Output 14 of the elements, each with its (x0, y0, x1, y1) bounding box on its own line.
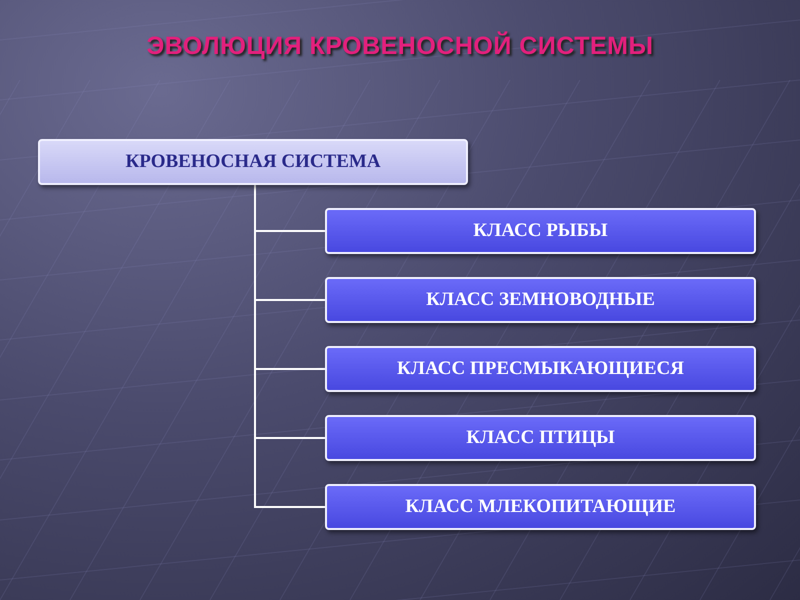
box-label: КЛАСС РЫБЫ (473, 220, 608, 242)
box-label: КЛАСС ПТИЦЫ (466, 427, 615, 449)
connector-line (254, 185, 325, 508)
class-box (325, 484, 756, 530)
class-box (325, 346, 756, 392)
title: ЭВОЛЮЦИЯ КРОВЕНОСНОЙ СИСТЕМЫ (146, 32, 654, 61)
class-box (325, 277, 756, 323)
box-label: КЛАСС ПРЕСМЫКАЮЩИЕСЯ (397, 358, 684, 380)
root-box (38, 139, 468, 185)
box-label: КЛАСС МЛЕКОПИТАЮЩИЕ (405, 496, 676, 518)
class-box (325, 415, 756, 461)
box-label: КЛАСС ЗЕМНОВОДНЫЕ (426, 289, 655, 311)
class-box (325, 208, 756, 254)
box-label: КРОВЕНОСНАЯ СИСТЕМА (125, 151, 381, 173)
